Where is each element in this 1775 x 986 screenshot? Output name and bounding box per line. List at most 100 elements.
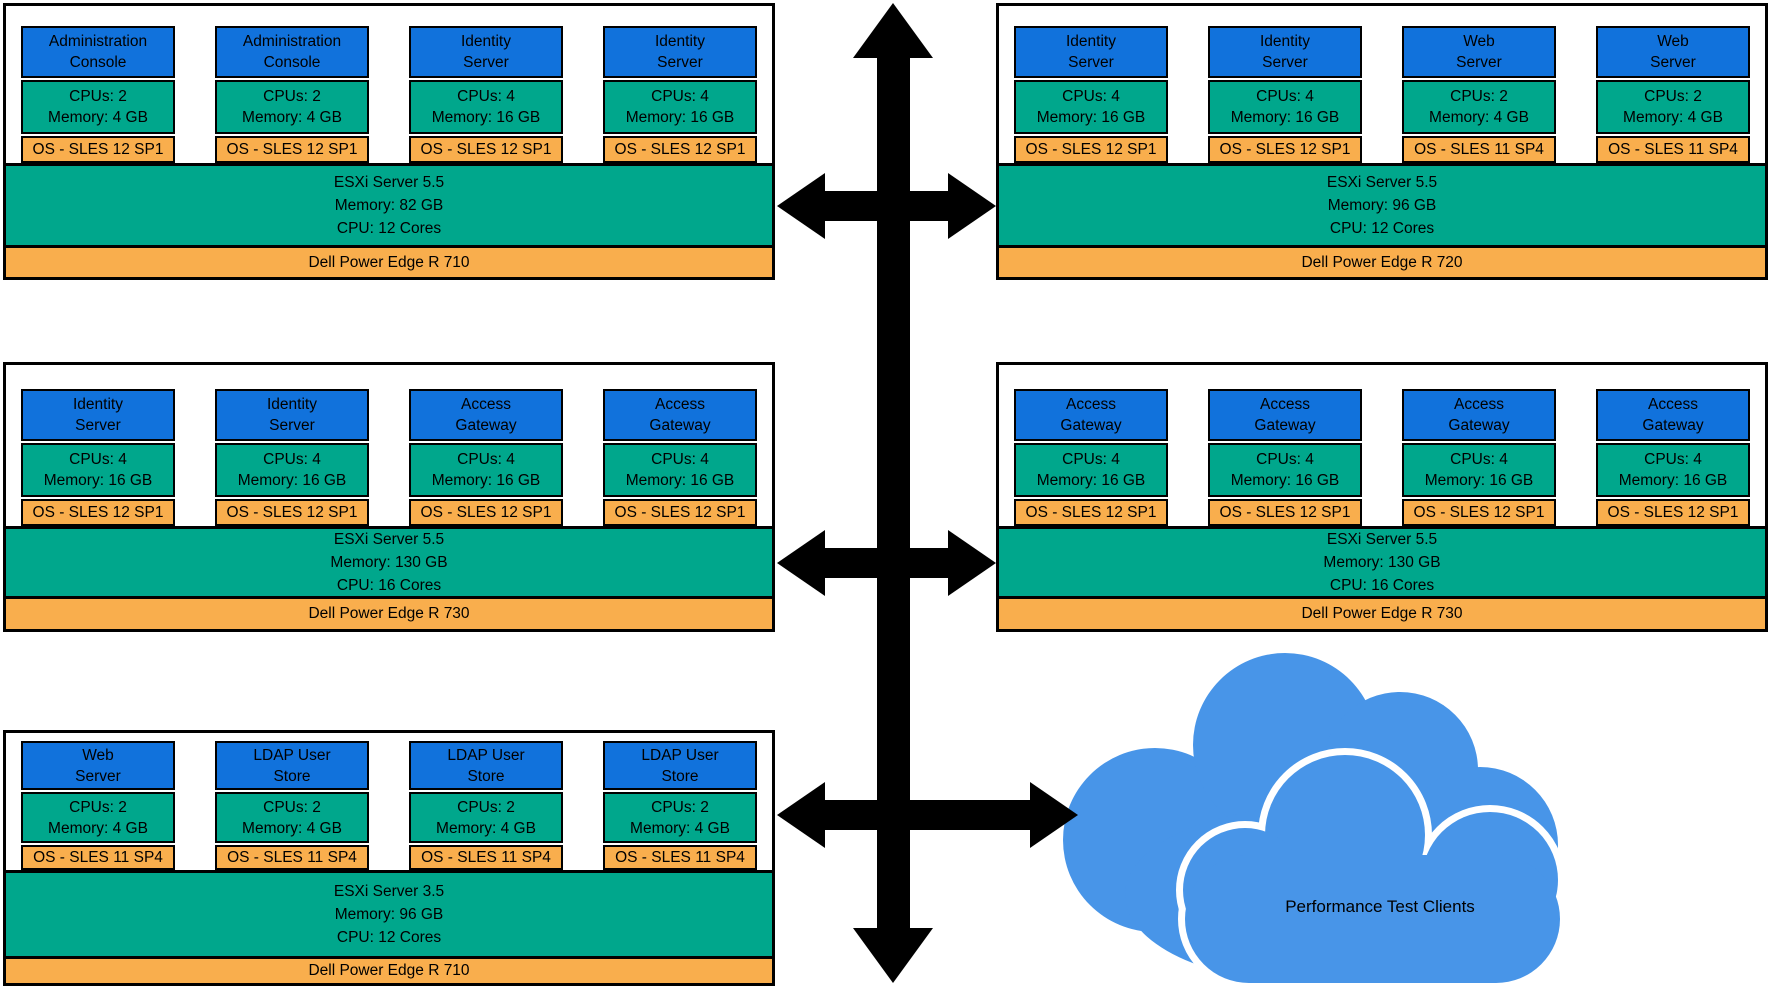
vm-card: Access Gateway CPUs: 4 Memory: 16 GB OS … — [603, 389, 757, 526]
vm-name-header: LDAP User Store — [603, 741, 757, 790]
link-arrow-bottom-head-right — [1030, 782, 1078, 848]
vm-cpus: CPUs: 2 — [69, 798, 127, 816]
vm-row: Identity Server CPUs: 4 Memory: 16 GB OS… — [6, 365, 772, 526]
vm-os: OS - SLES 12 SP1 — [1208, 136, 1362, 163]
vm-name-header: Access Gateway — [1402, 389, 1556, 441]
esxi-memory: Memory: 130 GB — [330, 554, 448, 571]
vm-cpus: CPUs: 4 — [1256, 451, 1314, 468]
vm-card: Web Server CPUs: 2 Memory: 4 GB OS - SLE… — [1402, 26, 1556, 163]
vm-card: LDAP User Store CPUs: 2 Memory: 4 GB OS … — [409, 741, 563, 870]
vm-card: Administration Console CPUs: 2 Memory: 4… — [21, 26, 175, 163]
vm-memory: Memory: 16 GB — [237, 472, 347, 489]
vm-os: OS - SLES 11 SP4 — [603, 845, 757, 870]
vm-os: OS - SLES 12 SP1 — [603, 499, 757, 526]
vm-cpus: CPUs: 2 — [1644, 88, 1702, 105]
hardware-bar: Dell Power Edge R 710 — [6, 245, 772, 277]
vm-card: Identity Server CPUs: 4 Memory: 16 GB OS… — [21, 389, 175, 526]
vm-os: OS - SLES 12 SP1 — [21, 136, 175, 163]
vm-name-header: Access Gateway — [603, 389, 757, 441]
vm-name-header: Identity Server — [215, 389, 369, 441]
vm-name-header: Access Gateway — [1014, 389, 1168, 441]
link-arrow-middle-head-left — [777, 530, 825, 596]
host-box-middle-right: Access Gateway CPUs: 4 Memory: 16 GB OS … — [996, 362, 1768, 632]
vm-cpus: CPUs: 4 — [457, 451, 515, 468]
link-arrow-top-head-right — [948, 173, 996, 239]
vm-name-header: Web Server — [21, 741, 175, 790]
vm-card: Identity Server CPUs: 4 Memory: 16 GB OS… — [1208, 26, 1362, 163]
esxi-bar: ESXi Server 3.5 Memory: 96 GB CPU: 12 Co… — [6, 870, 772, 957]
vm-memory: Memory: 16 GB — [431, 472, 541, 489]
vm-os: OS - SLES 12 SP1 — [1014, 499, 1168, 526]
vm-name-header: Identity Server — [21, 389, 175, 441]
esxi-title: ESXi Server 5.5 — [333, 174, 445, 191]
vm-card: LDAP User Store CPUs: 2 Memory: 4 GB OS … — [215, 741, 369, 870]
vm-cpus: CPUs: 4 — [1062, 88, 1120, 105]
esxi-title: ESXi Server 5.5 — [1326, 531, 1438, 548]
esxi-cpu: CPU: 16 Cores — [1329, 577, 1435, 594]
vm-card: Access Gateway CPUs: 4 Memory: 16 GB OS … — [1014, 389, 1168, 526]
vm-os: OS - SLES 12 SP1 — [215, 499, 369, 526]
vm-memory: Memory: 16 GB — [1036, 472, 1146, 489]
vm-cpus: CPUs: 4 — [651, 451, 709, 468]
vm-cpus: CPUs: 2 — [69, 88, 127, 105]
vm-card: Administration Console CPUs: 2 Memory: 4… — [215, 26, 369, 163]
esxi-bar: ESXi Server 5.5 Memory: 96 GB CPU: 12 Co… — [999, 163, 1765, 245]
vm-card: Identity Server CPUs: 4 Memory: 16 GB OS… — [603, 26, 757, 163]
vm-os: OS - SLES 12 SP1 — [1402, 499, 1556, 526]
vm-resources: CPUs: 2 Memory: 4 GB — [1402, 80, 1556, 134]
vm-os: OS - SLES 11 SP4 — [409, 845, 563, 870]
vm-resources: CPUs: 4 Memory: 16 GB — [409, 80, 563, 134]
vm-cpus: CPUs: 2 — [457, 798, 515, 816]
vm-cpus: CPUs: 4 — [1644, 451, 1702, 468]
vm-resources: CPUs: 4 Memory: 16 GB — [1208, 80, 1362, 134]
vm-memory: Memory: 4 GB — [436, 819, 536, 837]
vm-cpus: CPUs: 4 — [1256, 88, 1314, 105]
backbone-arrow-head-top — [853, 3, 933, 58]
vm-cpus: CPUs: 4 — [1450, 451, 1508, 468]
vm-resources: CPUs: 4 Memory: 16 GB — [603, 80, 757, 134]
hardware-bar: Dell Power Edge R 710 — [6, 956, 772, 983]
vm-os: OS - SLES 12 SP1 — [409, 136, 563, 163]
link-arrow-top-head-left — [777, 173, 825, 239]
vm-memory: Memory: 16 GB — [625, 472, 735, 489]
vm-os: OS - SLES 11 SP4 — [1402, 136, 1556, 163]
vm-os: OS - SLES 12 SP1 — [603, 136, 757, 163]
vm-memory: Memory: 4 GB — [1429, 109, 1529, 126]
vm-memory: Memory: 4 GB — [242, 819, 342, 837]
vm-resources: CPUs: 2 Memory: 4 GB — [1596, 80, 1750, 134]
vm-card: Web Server CPUs: 2 Memory: 4 GB OS - SLE… — [1596, 26, 1750, 163]
vm-os: OS - SLES 12 SP1 — [1014, 136, 1168, 163]
vm-card: Identity Server CPUs: 4 Memory: 16 GB OS… — [409, 26, 563, 163]
vm-cpus: CPUs: 4 — [69, 451, 127, 468]
link-arrow-middle-shaft — [815, 548, 955, 578]
esxi-title: ESXi Server 5.5 — [1326, 174, 1438, 191]
esxi-cpu: CPU: 16 Cores — [336, 577, 442, 594]
vm-card: LDAP User Store CPUs: 2 Memory: 4 GB OS … — [603, 741, 757, 870]
vm-resources: CPUs: 4 Memory: 16 GB — [215, 443, 369, 497]
esxi-cpu: CPU: 12 Cores — [336, 220, 442, 237]
vm-resources: CPUs: 2 Memory: 4 GB — [21, 792, 175, 843]
vm-resources: CPUs: 4 Memory: 16 GB — [21, 443, 175, 497]
vm-name-header: Access Gateway — [1208, 389, 1362, 441]
host-box-middle-left: Identity Server CPUs: 4 Memory: 16 GB OS… — [3, 362, 775, 632]
vm-name-header: Web Server — [1402, 26, 1556, 78]
vm-memory: Memory: 16 GB — [1424, 472, 1534, 489]
vm-resources: CPUs: 2 Memory: 4 GB — [215, 792, 369, 843]
vm-os: OS - SLES 12 SP1 — [21, 499, 175, 526]
vm-card: Identity Server CPUs: 4 Memory: 16 GB OS… — [215, 389, 369, 526]
esxi-bar: ESXi Server 5.5 Memory: 130 GB CPU: 16 C… — [6, 526, 772, 596]
vm-card: Web Server CPUs: 2 Memory: 4 GB OS - SLE… — [21, 741, 175, 870]
vm-resources: CPUs: 4 Memory: 16 GB — [1208, 443, 1362, 497]
vm-card: Identity Server CPUs: 4 Memory: 16 GB OS… — [1014, 26, 1168, 163]
esxi-title: ESXi Server 5.5 — [333, 531, 445, 548]
vm-resources: CPUs: 2 Memory: 4 GB — [603, 792, 757, 843]
esxi-memory: Memory: 130 GB — [1323, 554, 1441, 571]
vm-os: OS - SLES 12 SP1 — [409, 499, 563, 526]
cloud-front-shape — [1183, 755, 1560, 983]
vm-os: OS - SLES 12 SP1 — [1208, 499, 1362, 526]
vm-memory: Memory: 16 GB — [43, 472, 153, 489]
vm-name-header: Administration Console — [215, 26, 369, 78]
vm-name-header: Identity Server — [409, 26, 563, 78]
vm-name-header: Identity Server — [1014, 26, 1168, 78]
esxi-memory: Memory: 82 GB — [334, 197, 444, 214]
